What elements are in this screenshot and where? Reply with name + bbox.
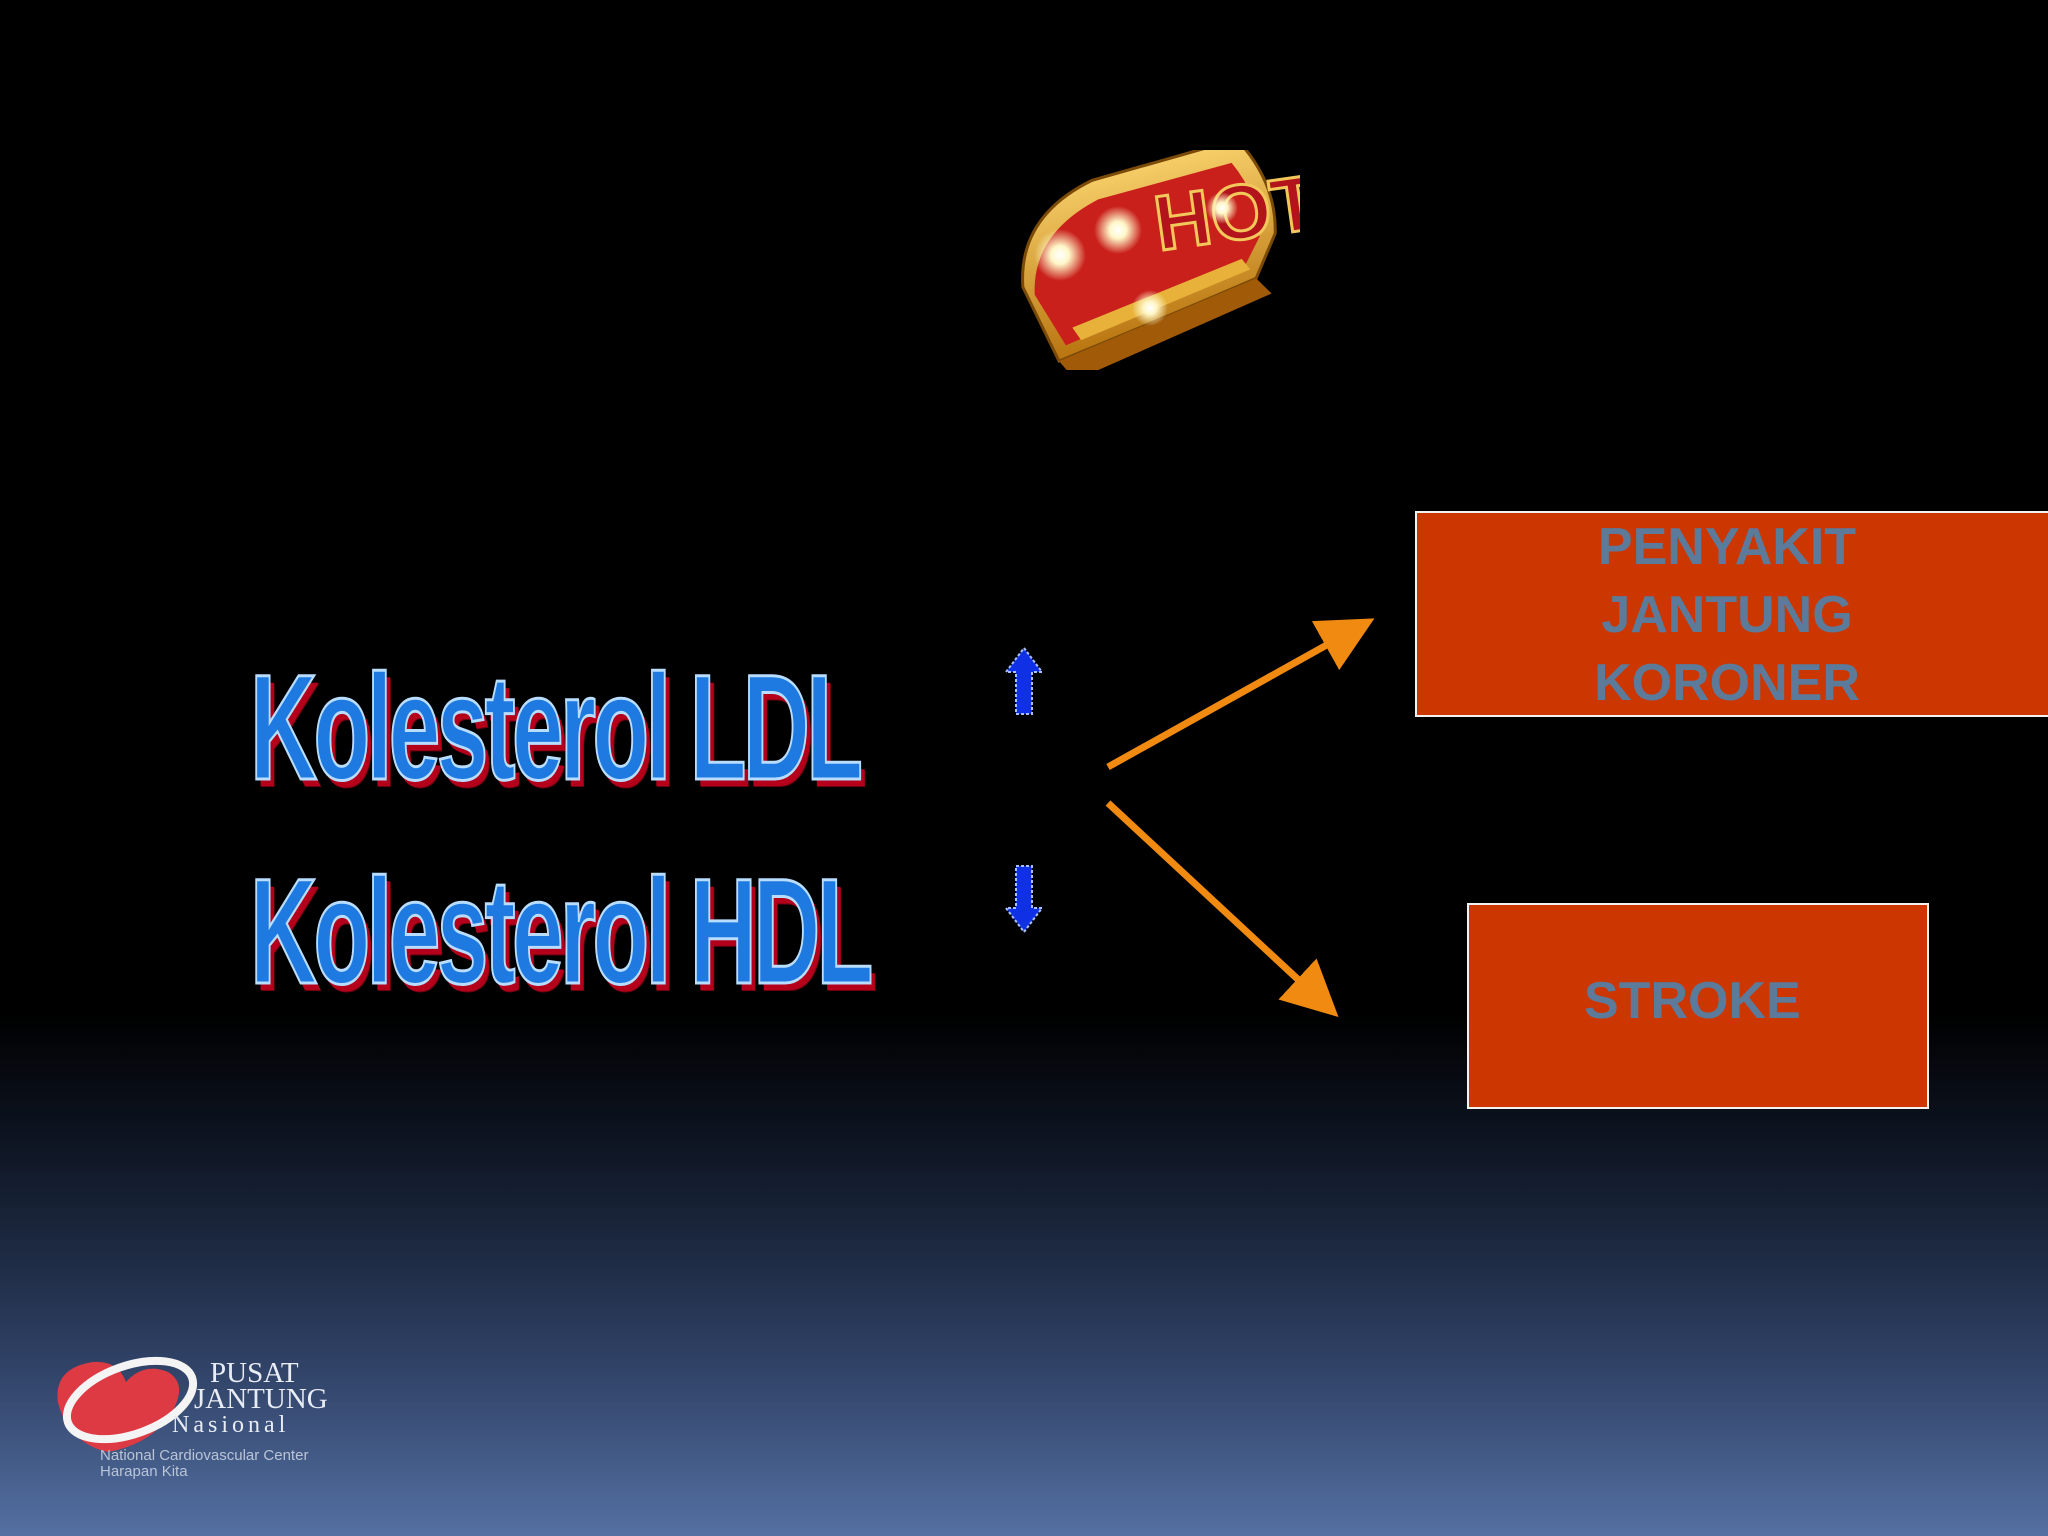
arrow-to-stroke <box>1105 800 1339 1018</box>
outcome-box-stroke: STROKE <box>1467 903 1929 1109</box>
arrow-down-icon <box>1004 865 1044 934</box>
logo-text-jantung: JANTUNG <box>194 1383 328 1415</box>
outcome-stroke-text: STROKE <box>1584 972 1801 1030</box>
arrow-to-pjk <box>1106 618 1375 771</box>
hot-badge-icon: HOT <box>1021 150 1300 370</box>
logo-text-pusat: PUSAT <box>210 1357 299 1389</box>
logo-text-nasional: Nasional <box>172 1412 290 1438</box>
outcome-box-pjk: PENYAKIT JANTUNG KORONER <box>1415 511 2048 717</box>
heart-logo-icon <box>57 1356 198 1452</box>
arrow-up-icon <box>1004 646 1044 715</box>
logo-pusat-jantung-nasional: PUSAT JANTUNG Nasional National Cardiova… <box>48 1338 348 1488</box>
outcome-pjk-text: PENYAKIT JANTUNG KORONER <box>1594 518 1860 712</box>
logo-subtext-2: Harapan Kita <box>100 1463 188 1480</box>
logo-subtext-1: National Cardiovascular Center <box>100 1447 309 1464</box>
label-kolesterol-hdl: Kolesterol HDL <box>249 847 874 1015</box>
label-kolesterol-ldl: Kolesterol LDL <box>249 643 864 811</box>
